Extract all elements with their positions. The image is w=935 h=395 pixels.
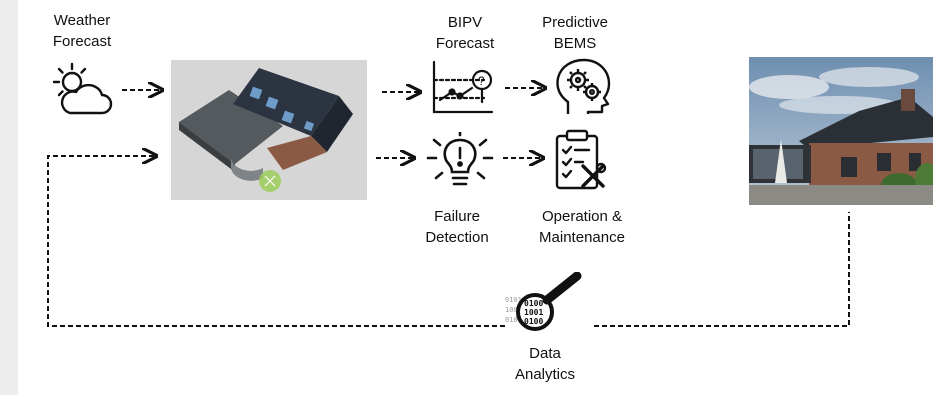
binary-digits-row: 0100 — [524, 317, 543, 326]
binary-digits-row: 1001 — [524, 308, 543, 317]
building-3d-model — [171, 60, 367, 200]
feedback-loop-left — [47, 156, 505, 327]
predictive-bems-label: Predictive BEMS — [542, 14, 608, 52]
bipv-forecast-label: BIPV Forecast — [435, 14, 495, 52]
failure-detection-label: Failure Detection — [425, 208, 489, 246]
svg-text:0101001: 0101001 — [505, 296, 535, 304]
bipv-chart-icon: ? — [430, 60, 496, 120]
failure-lightbulb-icon — [424, 132, 496, 196]
clipboard-tools-icon — [553, 128, 607, 192]
operation-maintenance-label: Operation & Maintenance — [539, 208, 625, 246]
weather-icon — [50, 60, 118, 120]
weather-forecast-label: Weather Forecast — [52, 12, 112, 50]
binary-digits-row: 0100 — [524, 299, 543, 308]
brain-gears-icon — [554, 58, 612, 116]
building-photo — [749, 57, 933, 205]
data-analytics-label: Data Analytics — [514, 345, 576, 383]
svg-text:?: ? — [478, 74, 485, 88]
feedback-loop-right — [594, 212, 850, 327]
